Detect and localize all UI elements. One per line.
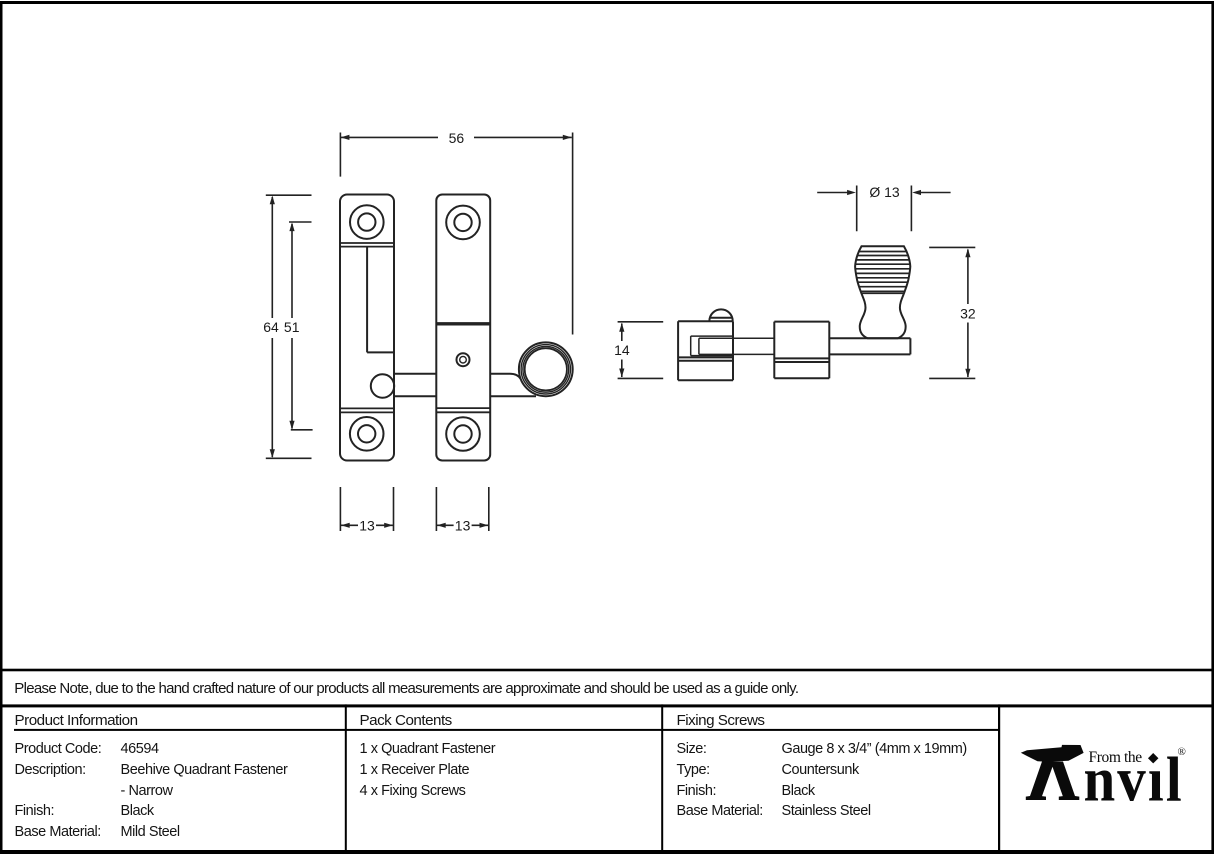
svg-text:13: 13 <box>455 517 471 533</box>
svg-text:32: 32 <box>960 305 976 321</box>
svg-text:From the: From the <box>1089 749 1143 766</box>
svg-text:56: 56 <box>449 130 465 146</box>
svg-text:14: 14 <box>614 342 630 358</box>
svg-text:64: 64 <box>263 319 279 335</box>
svg-text:13: 13 <box>359 517 375 533</box>
svg-text:nvıl: nvıl <box>1084 745 1184 816</box>
svg-text:51: 51 <box>284 319 300 335</box>
svg-text:Ø 13: Ø 13 <box>869 184 900 200</box>
svg-text:®: ® <box>1178 746 1186 758</box>
